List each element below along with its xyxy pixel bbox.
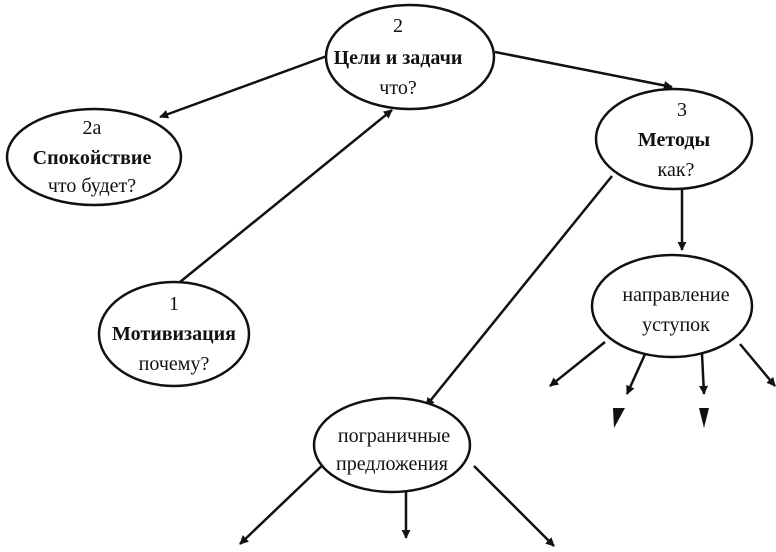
node-goals-question: что? [379, 77, 417, 99]
node-motivation-title: Мотивизация [112, 323, 236, 345]
arrow-goals-to-methods [494, 50, 673, 90]
arrow-concessions-out-4 [739, 343, 776, 387]
arrow-concessions-out-2 [625, 351, 648, 395]
node-motivation-number: 1 [169, 293, 179, 315]
node-calm-number: 2а [83, 117, 102, 139]
node-concessions-line2: уступок [642, 314, 710, 336]
node-calm: 2а Спокойствие что будет? [5, 107, 183, 207]
loose-arrowhead-1 [613, 408, 625, 428]
node-methods-number: 3 [677, 99, 687, 121]
node-proposals-line1: пограничные [338, 425, 450, 447]
node-concessions: направление уступок [590, 253, 754, 359]
node-goals: 2 Цели и задачи что? [324, 3, 496, 111]
arrow-methods-to-proposals [425, 175, 613, 407]
arrow-motivation-to-goals [179, 109, 393, 283]
node-methods-title: Методы [638, 129, 711, 151]
arrow-concessions-out-1 [549, 341, 606, 387]
node-calm-question: что будет? [48, 175, 136, 197]
node-proposals: пограничные предложения [312, 396, 472, 494]
node-goals-number: 2 [393, 15, 403, 37]
node-proposals-line2: предложения [336, 453, 448, 475]
node-methods-question: как? [658, 159, 695, 181]
node-calm-title: Спокойствие [33, 147, 152, 169]
arrow-proposals-out-1 [239, 457, 331, 545]
arrow-goals-to-calm [159, 54, 328, 119]
loose-arrowhead-2 [699, 408, 709, 428]
node-goals-title: Цели и задачи [334, 47, 463, 69]
node-motivation: 1 Мотивизация почему? [97, 280, 251, 388]
node-concessions-line1: направление [622, 284, 729, 306]
node-methods: 3 Методы как? [594, 87, 754, 191]
node-motivation-question: почему? [139, 353, 210, 375]
arrow-proposals-out-3 [473, 465, 555, 547]
arrow-concessions-out-3 [699, 353, 709, 395]
